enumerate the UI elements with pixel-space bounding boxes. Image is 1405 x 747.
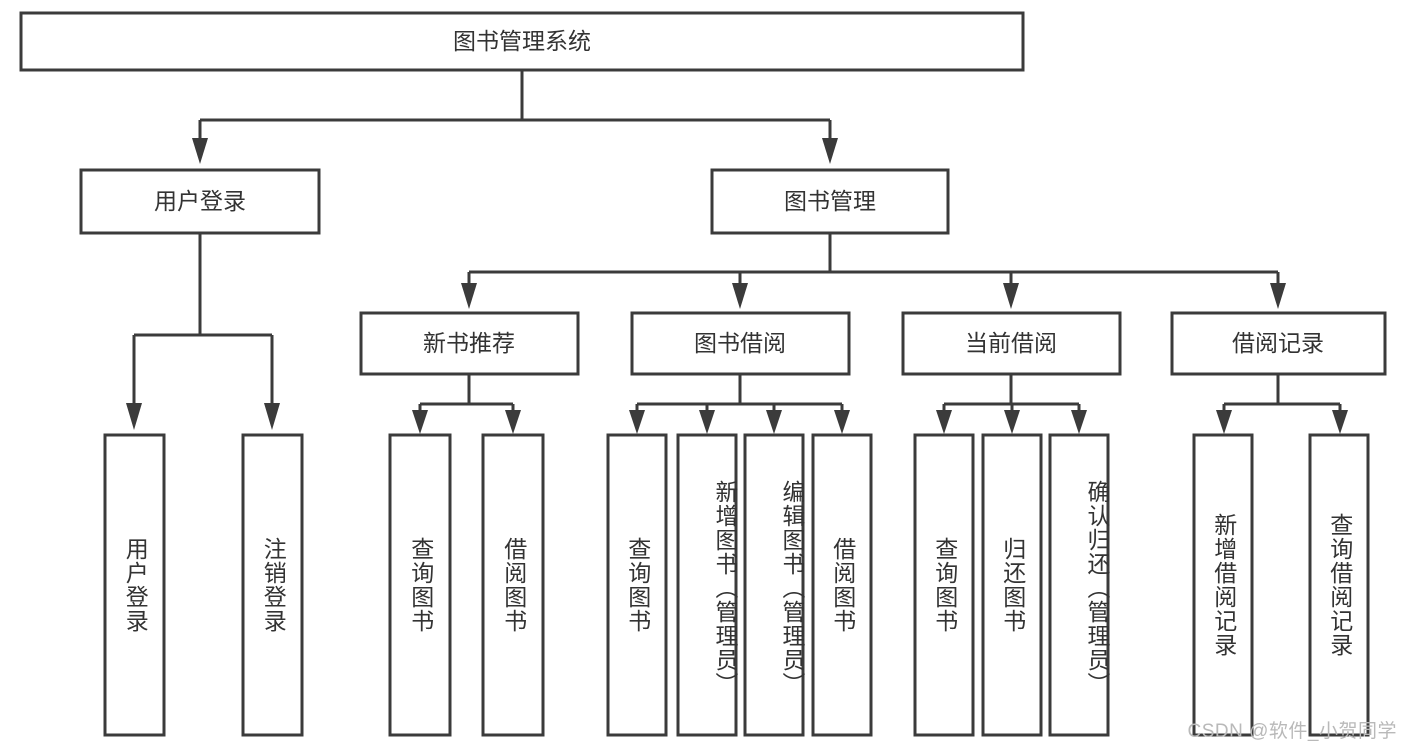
arrow-head-cb-leaf1 — [936, 410, 952, 434]
node-box-leaf-user-login[interactable] — [103, 433, 166, 737]
node-box-leaf-cb-query-book[interactable] — [913, 433, 975, 737]
label-new-book-recommend: 新书推荐 — [423, 330, 515, 356]
connector-group-current-borrow — [936, 374, 1087, 434]
node-box-leaf-cb-confirm-return[interactable] — [1048, 433, 1110, 737]
connector-group-user-login — [126, 233, 280, 430]
arrow-head-nb-leaf1 — [412, 410, 428, 434]
label-user-login: 用户登录 — [154, 188, 246, 214]
arrow-head-br-leaf2 — [1332, 410, 1348, 434]
label-book-manage: 图书管理 — [784, 188, 876, 214]
arrow-head-bb-leaf2 — [699, 410, 715, 434]
node-box-leaf-br-query-record[interactable] — [1308, 433, 1370, 737]
arrow-head-bb-leaf4 — [834, 410, 850, 434]
node-box-current-borrow[interactable] — [901, 311, 1122, 376]
arrow-head-br-leaf1 — [1216, 410, 1232, 434]
node-box-leaf-nb-query-book[interactable] — [388, 433, 452, 737]
arrow-head-user-login — [192, 138, 208, 164]
node-box-new-book-recommend[interactable] — [359, 311, 580, 376]
arrow-head-current-borrow — [1003, 283, 1019, 309]
arrow-head-leaf-user-login — [126, 403, 142, 430]
arrow-head-leaf-logout — [264, 403, 280, 430]
node-box-leaf-logout[interactable] — [241, 433, 304, 737]
node-box-book-manage[interactable] — [710, 168, 950, 235]
node-box-leaf-bb-edit-book[interactable] — [743, 433, 805, 737]
node-box-borrow-record[interactable] — [1170, 311, 1387, 376]
connector-group-root — [192, 70, 838, 164]
node-box-user-login[interactable] — [79, 168, 321, 235]
node-box-root[interactable] — [19, 11, 1025, 72]
node-box-book-borrow[interactable] — [630, 311, 851, 376]
csdn-watermark: CSDN @软件_小贺同学 — [1187, 721, 1397, 742]
arrow-head-book-borrow — [732, 283, 748, 309]
arrow-head-new-book-recommend — [461, 283, 477, 309]
node-box-leaf-cb-return-book[interactable] — [981, 433, 1043, 737]
node-box-leaf-bb-borrow-book[interactable] — [811, 433, 873, 737]
arrow-head-bb-leaf3 — [766, 410, 782, 434]
connector-group-borrow-record — [1216, 374, 1348, 434]
arrow-head-cb-leaf2 — [1004, 410, 1020, 434]
arrow-head-book-manage — [822, 138, 838, 164]
arrow-head-cb-leaf3 — [1071, 410, 1087, 434]
arrow-head-bb-leaf1 — [629, 410, 645, 434]
label-book-borrow: 图书借阅 — [694, 330, 786, 356]
node-box-leaf-bb-query-book[interactable] — [606, 433, 668, 737]
connector-group-book-manage — [461, 233, 1286, 309]
connector-group-new-book-recommend — [412, 374, 521, 434]
label-current-borrow: 当前借阅 — [965, 330, 1057, 356]
arrow-head-nb-leaf2 — [505, 410, 521, 434]
connector-group-book-borrow — [629, 374, 850, 434]
label-root: 图书管理系统 — [453, 28, 591, 54]
node-box-leaf-nb-borrow-book[interactable] — [481, 433, 545, 737]
node-box-leaf-bb-add-book[interactable] — [676, 433, 738, 737]
label-borrow-record: 借阅记录 — [1232, 330, 1324, 356]
node-box-leaf-br-add-record[interactable] — [1192, 433, 1254, 737]
arrow-head-borrow-record — [1270, 283, 1286, 309]
